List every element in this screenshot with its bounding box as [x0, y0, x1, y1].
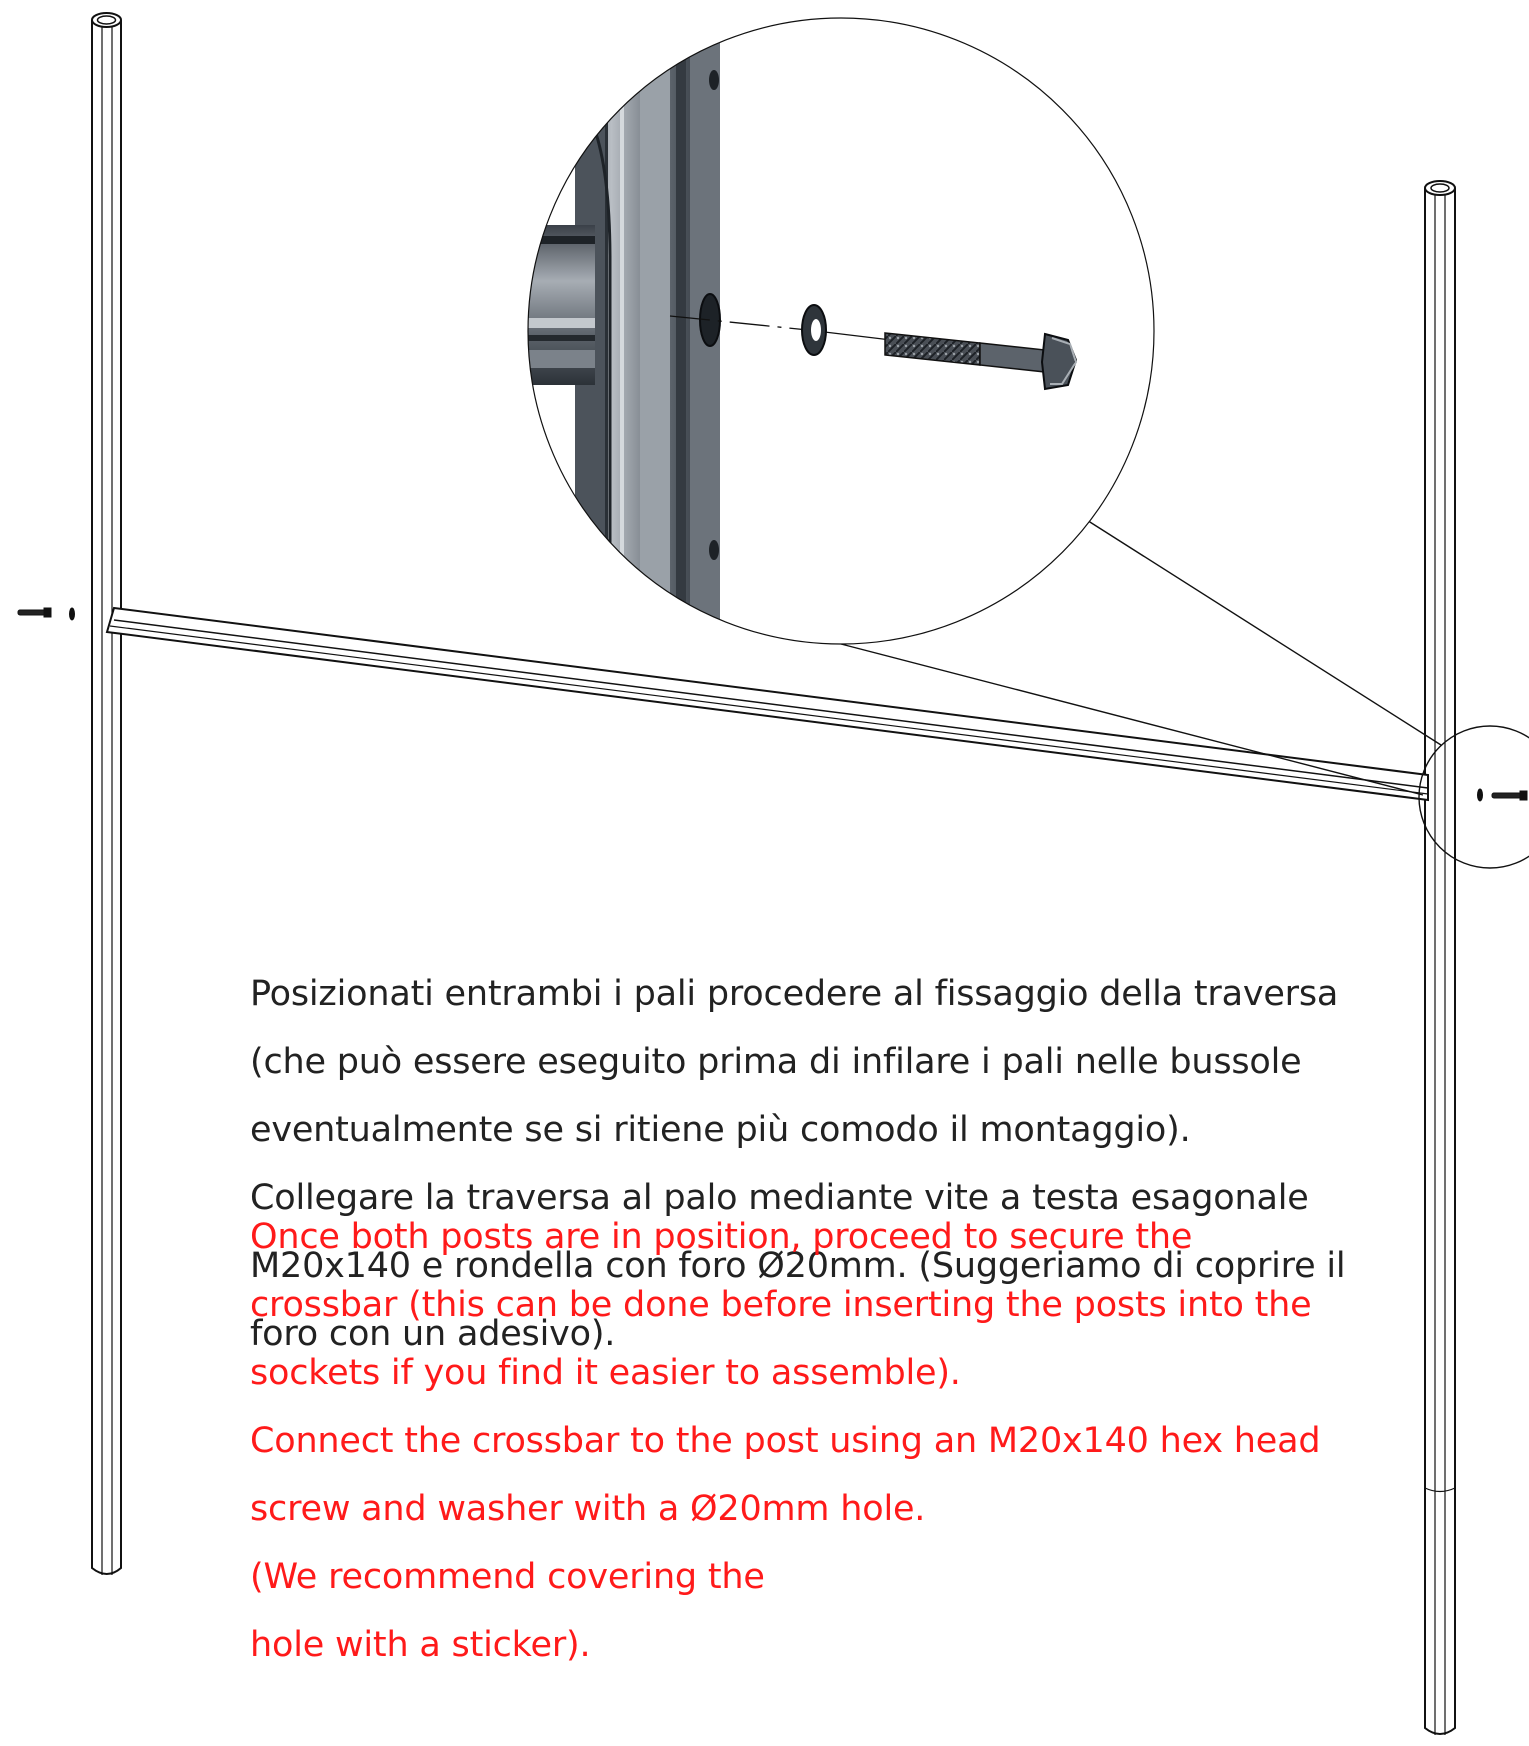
italian-line: foro con un adesivo).: [250, 1314, 616, 1354]
detail-zoom-view: [527, 17, 1155, 645]
italian-line: Posizionati entrambi i pali procedere al…: [250, 974, 1339, 1014]
left-post: [91, 12, 122, 1575]
right-screw-icon: [1477, 788, 1528, 802]
crossbar: [105, 606, 1429, 802]
detail-marker: [840, 509, 1529, 869]
instructions-italian: Posizionati entrambi i pali procedere al…: [250, 943, 1410, 1385]
italian-line: M20x140 e rondella con foro Ø20mm. (Sugg…: [250, 1246, 1346, 1286]
right-post: [1424, 180, 1456, 1735]
english-line: sockets if you find it easier to assembl…: [250, 1353, 961, 1393]
english-line: screw and washer with a Ø20mm hole.: [250, 1489, 926, 1529]
english-line: Once both posts are in position, proceed…: [250, 1217, 1193, 1257]
english-line: hole with a sticker).: [250, 1625, 591, 1665]
washer-icon: [801, 304, 827, 356]
italian-line: Collegare la traversa al palo mediante v…: [250, 1178, 1309, 1218]
english-line: crossbar (this can be done before insert…: [250, 1285, 1312, 1325]
instructions-english: Once both posts are in position, proceed…: [250, 1186, 1410, 1696]
hex-screw-icon: [884, 332, 1078, 391]
english-line: (We recommend covering the: [250, 1557, 765, 1597]
italian-line: eventualmente se si ritiene più comodo i…: [250, 1110, 1191, 1150]
left-screw-icon: [17, 607, 75, 621]
italian-line: (che può essere eseguito prima di infila…: [250, 1042, 1302, 1082]
english-line: Connect the crossbar to the post using a…: [250, 1421, 1321, 1461]
